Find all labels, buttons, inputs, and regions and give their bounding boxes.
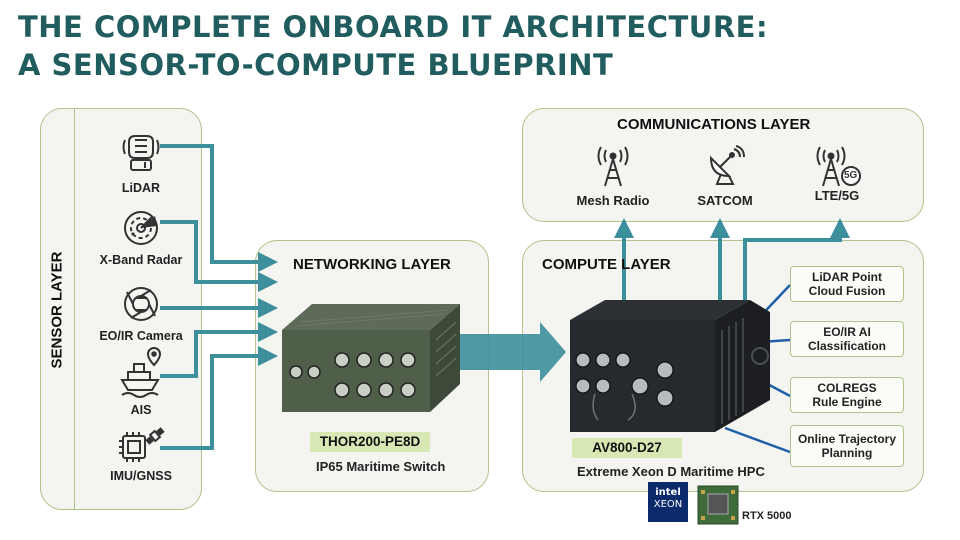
- compute-product-tag: AV800-D27: [572, 438, 682, 458]
- gpu-label: RTX 5000: [742, 510, 792, 522]
- networking-product-tag: THOR200-PE8D: [310, 432, 430, 452]
- sensor-item-ais: AIS: [96, 347, 186, 417]
- sensor-layer-strip: [40, 108, 75, 509]
- sensor-label-radar: X-Band Radar: [99, 253, 183, 267]
- ship-location-icon: [120, 347, 162, 398]
- intel-badge-line-2: XEON: [653, 499, 683, 510]
- lidar-icon: [122, 135, 160, 171]
- compute-layer-title: COMPUTE LAYER: [542, 256, 671, 273]
- function-box-eoir-classification: EO/IR AI Classification: [790, 321, 904, 357]
- comm-item-mesh-radio: Mesh Radio: [558, 146, 668, 208]
- imu-connector: [160, 346, 278, 450]
- radar-icon: [124, 211, 158, 245]
- function-box-trajectory: Online Trajectory Planning: [790, 425, 904, 467]
- title-line-1: THE COMPLETE ONBOARD IT ARCHITECTURE:: [18, 10, 769, 44]
- network-to-compute-arrow: [440, 322, 566, 382]
- radio-tower-icon: [597, 146, 629, 187]
- function-box-colregs: COLREGS Rule Engine: [790, 377, 904, 413]
- communications-layer-title: COMMUNICATIONS LAYER: [617, 116, 811, 133]
- comm-label-lte-5g: LTE/5G: [814, 188, 860, 203]
- intel-xeon-badge: intel XEON: [648, 482, 688, 522]
- page-title: THE COMPLETE ONBOARD IT ARCHITECTURE: A …: [18, 8, 768, 84]
- function-box-lidar-fusion: LiDAR Point Cloud Fusion: [790, 266, 904, 302]
- sensor-label-camera: EO/IR Camera: [99, 329, 183, 343]
- comm-label-mesh-radio: Mesh Radio: [576, 193, 650, 208]
- sensor-item-imu: IMU/GNSS: [96, 424, 186, 483]
- comm-label-satcom: SATCOM: [697, 193, 753, 208]
- networking-product-description: IP65 Maritime Switch: [316, 459, 446, 474]
- sensor-item-radar: X-Band Radar: [96, 208, 186, 267]
- lidar-connector: [160, 144, 278, 272]
- sensor-label-lidar: LiDAR: [121, 181, 161, 195]
- intel-badge-line-1: intel: [655, 487, 681, 498]
- networking-layer-title: NETWORKING LAYER: [293, 256, 451, 273]
- chip-satellite-icon: [119, 427, 165, 462]
- sensor-label-ais: AIS: [130, 403, 152, 417]
- ais-connector: [160, 322, 278, 378]
- sensor-item-camera: EO/IR Camera: [96, 284, 186, 343]
- cell-tower-5g-icon: [816, 146, 861, 187]
- camera-aperture-icon: [124, 287, 158, 321]
- trajectory-connector: [724, 426, 791, 454]
- comm-item-satcom: SATCOM: [670, 145, 780, 208]
- radar-connector: [160, 220, 278, 292]
- comm-item-lte-5g: 5G LTE/5G: [782, 146, 892, 203]
- satellite-dish-icon: [709, 145, 745, 185]
- compute-product-description: Extreme Xeon D Maritime HPC: [577, 464, 765, 479]
- sensor-label-imu: IMU/GNSS: [110, 469, 172, 483]
- badge-5g: 5G: [844, 170, 858, 181]
- title-line-2: A SENSOR-TO-COMPUTE BLUEPRINT: [18, 48, 614, 82]
- sensor-item-lidar: LiDAR: [96, 132, 186, 195]
- lte-connector: [743, 218, 850, 300]
